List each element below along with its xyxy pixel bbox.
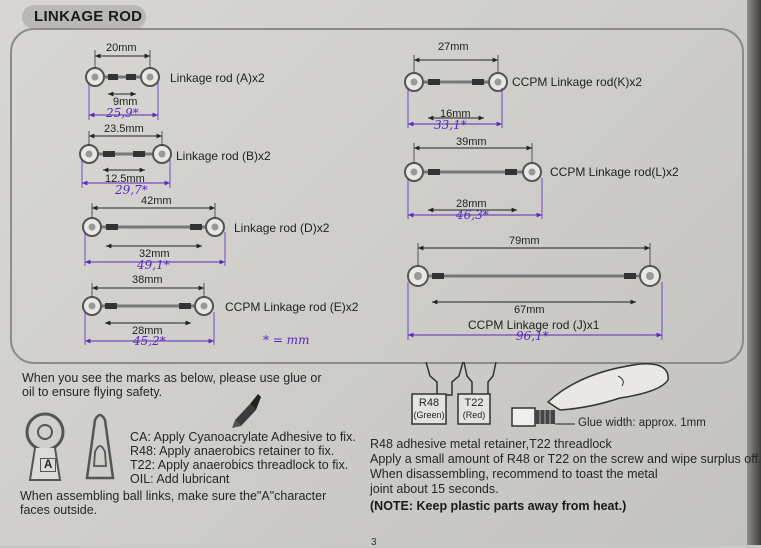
rod-d-handwritten: 49,1* xyxy=(137,258,170,272)
rod-b-top-dim: 23.5mm xyxy=(104,123,144,135)
rod-l-handwritten: 46,3* xyxy=(456,208,489,222)
rod-d-label: Linkage rod (D)x2 xyxy=(234,221,330,235)
footnote-handwritten: * = mm xyxy=(263,333,310,347)
rod-b-handwritten: 29,7* xyxy=(115,183,148,197)
rod-e-handwritten: 45,2* xyxy=(133,334,166,348)
t22-tube-icon xyxy=(457,361,497,425)
rod-a-drawing xyxy=(85,50,160,120)
linkage-rod-frame xyxy=(10,28,744,364)
rod-a-label: Linkage rod (A)x2 xyxy=(170,71,265,85)
rod-k-handwritten: 33,1* xyxy=(434,118,467,132)
glue-r48-line: R48: Apply anaerobics retainer to fix. xyxy=(130,444,335,458)
ball-link-icon xyxy=(25,412,65,481)
rod-a-top-dim: 20mm xyxy=(106,42,137,54)
t22-tube-name: T22 xyxy=(464,397,484,409)
r48-tube-name: R48 xyxy=(418,397,440,409)
rod-k-drawing xyxy=(404,55,508,128)
rod-b-drawing xyxy=(79,131,172,188)
rod-l-inner-dim: 28mm xyxy=(456,198,487,210)
rod-j-label: CCPM Linkage rod (J)x1 xyxy=(468,318,600,332)
rod-b-inner-dim: 12.5mm xyxy=(105,173,145,185)
glue-intro-line2: oil to ensure flying safety. xyxy=(22,385,163,399)
glue-width-label: Glue width: approx. 1mm xyxy=(578,417,706,429)
rod-e-label: CCPM Linkage rod (E)x2 xyxy=(225,300,359,314)
threadlock-line3: When disassembling, recommend to toast t… xyxy=(370,467,658,481)
glue-t22-line: T22: Apply anaerobics threadlock to fix. xyxy=(130,458,349,472)
rod-a-handwritten: 25,9* xyxy=(106,106,139,120)
glue-ca-line: CA: Apply Cyanoacrylate Adhesive to fix. xyxy=(130,430,356,444)
assembly-note-line1: When assembling ball links, make sure th… xyxy=(20,489,327,503)
t22-tube-color: (Red) xyxy=(462,410,486,420)
rod-a-inner-dim: 9mm xyxy=(113,96,138,108)
page-number: 3 xyxy=(371,537,377,548)
r48-tube-icon xyxy=(411,361,464,425)
rod-d-top-dim: 42mm xyxy=(141,195,172,207)
ball-link-a-mark: A xyxy=(40,458,57,472)
rod-l-drawing xyxy=(404,143,543,219)
rod-e-drawing xyxy=(82,283,215,345)
section-title: LINKAGE ROD xyxy=(34,8,143,25)
r48-tube-color: (Green) xyxy=(413,410,445,420)
rod-b-label: Linkage rod (B)x2 xyxy=(176,149,271,163)
ball-link-side-icon xyxy=(85,413,115,480)
assembly-note-line2: faces outside. xyxy=(20,503,98,517)
rod-k-label: CCPM Linkage rod(K)x2 xyxy=(512,75,643,89)
glue-oil-line: OIL: Add lubricant xyxy=(130,472,230,486)
rod-l-label: CCPM Linkage rod(L)x2 xyxy=(550,165,679,179)
oil-pen-icon xyxy=(232,394,261,428)
rod-e-top-dim: 38mm xyxy=(132,274,163,286)
glue-intro-line1: When you see the marks as below, please … xyxy=(22,371,322,385)
rod-d-inner-dim: 32mm xyxy=(139,248,170,260)
threadlock-line4: joint about 15 seconds. xyxy=(370,482,499,496)
page-spine-shadow xyxy=(747,0,761,545)
screw-finger-icon xyxy=(511,363,669,427)
rod-k-top-dim: 27mm xyxy=(438,41,469,53)
rod-j-inner-dim: 67mm xyxy=(514,304,545,316)
threadlock-line1: R48 adhesive metal retainer,T22 threadlo… xyxy=(370,437,612,451)
rod-j-handwritten: 96,1* xyxy=(516,329,549,343)
rod-d-drawing xyxy=(82,203,226,266)
rod-j-top-dim: 79mm xyxy=(509,235,540,247)
rod-e-inner-dim: 28mm xyxy=(132,325,163,337)
threadlock-line2: Apply a small amount of R48 or T22 on th… xyxy=(370,452,761,466)
rod-k-inner-dim: 16mm xyxy=(440,108,471,120)
rod-j-drawing xyxy=(407,243,663,340)
section-title-pill xyxy=(22,5,146,29)
threadlock-note: (NOTE: Keep plastic parts away from heat… xyxy=(370,499,627,513)
rod-l-top-dim: 39mm xyxy=(456,136,487,148)
